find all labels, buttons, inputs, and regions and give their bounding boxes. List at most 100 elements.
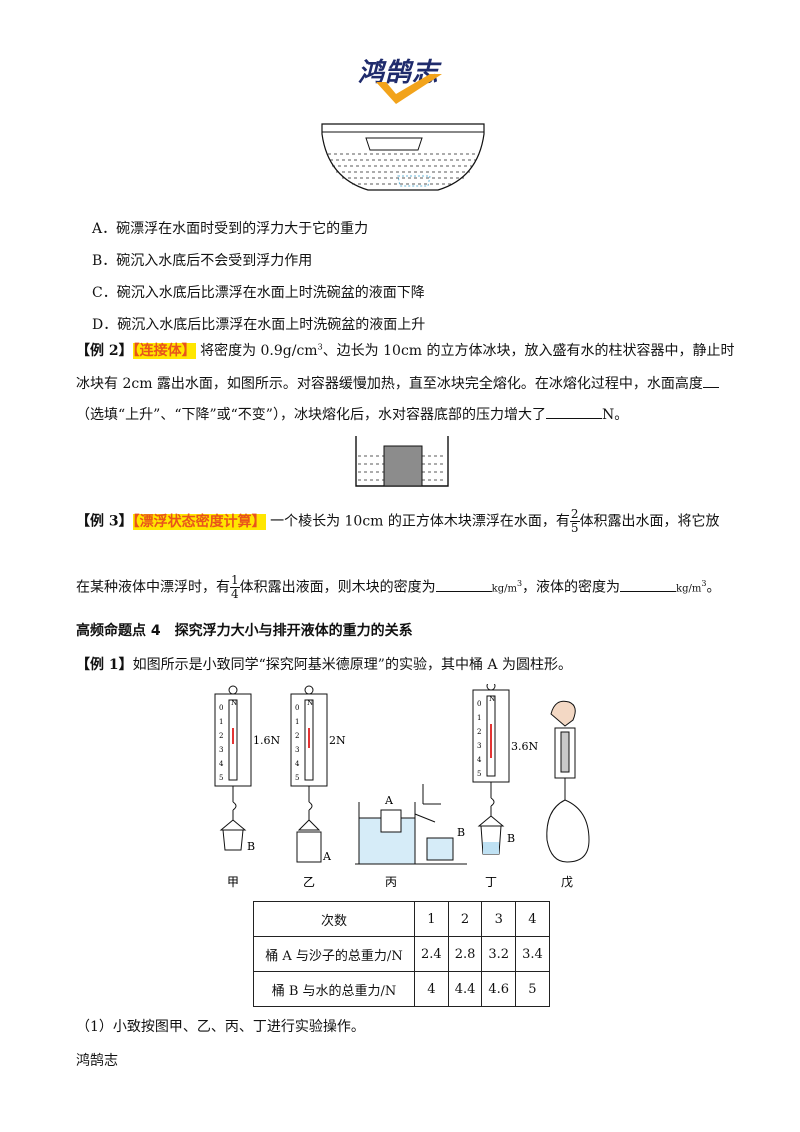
bucket-label-b-ding: B	[507, 832, 515, 845]
table-cell: 4.6	[481, 971, 517, 1007]
example3-text-d: 体积露出液面，则木块的密度为	[239, 579, 436, 596]
example2-text-b: 、边长为 10cm 的立方体冰块，放入盛有水的柱状容器中，静止时	[322, 343, 735, 359]
bucket-label-b-bing: B	[457, 826, 465, 839]
option-a: A．碗漂浮在水面时受到的浮力大于它的重力	[92, 221, 369, 237]
svg-text:0: 0	[477, 700, 481, 708]
archimedes-experiment-figure: N 0 1 2 3 4 5 1.6N B N 0 1 2 3 4 5 2N A A B	[214, 684, 590, 889]
example2-line1: 【例 2】【连接体】 将密度为 0.9g/cm3、边长为 10cm 的立方体冰块…	[76, 340, 735, 360]
scale-jia-ticks: 01 23 45	[219, 704, 224, 782]
caption-ding: 丁	[485, 875, 497, 889]
scale-jia-top-label: N	[231, 699, 237, 707]
bucket-label-a-yi: A	[322, 850, 332, 863]
svg-text:3: 3	[477, 742, 481, 750]
scale-ding-ticks: 0 1 2 3 4 5	[477, 700, 482, 778]
answer-blank-liquid-density[interactable]	[620, 579, 677, 592]
table-cell: 4.4	[447, 971, 483, 1007]
caption-jia: 甲	[227, 875, 239, 889]
option-d: D．碗沉入水底后比漂浮在水面上时洗碗盆的液面上升	[92, 317, 426, 333]
svg-text:3: 3	[295, 746, 299, 754]
fraction1-numerator: 2	[569, 507, 580, 522]
experiment-data-table: 次数 1 2 3 4 桶 A 与沙子的总重力/N 2.4 2.8 3.2 3.4…	[253, 901, 550, 1007]
hand-scale-bag-wu	[546, 700, 590, 863]
table-cell: 3.2	[481, 936, 517, 972]
example2-unit: N。	[601, 407, 629, 423]
reading-ding: 3.6N	[511, 740, 538, 753]
unit-sup-1: 3	[516, 578, 523, 588]
spring-scale-jia	[214, 685, 252, 851]
example2-line2: 冰块有 2cm 露出水面，如图所示。对容器缓慢加热，直至冰块完全熔化。在冰熔化过…	[76, 373, 719, 393]
unit-sup-2: 3	[701, 578, 707, 588]
scale-yi-top-label: N	[307, 699, 313, 707]
example1-text: 如图所示是小致同学“探究阿基米德原理”的实验，其中桶 A 为圆柱形。	[132, 657, 572, 673]
section-heading: 高频命题点 4 探究浮力大小与排开液体的重力的关系	[76, 623, 413, 639]
svg-text:5: 5	[295, 774, 299, 782]
bowl-basin-figure	[321, 123, 485, 191]
scale-ding-top-label: N	[489, 695, 495, 703]
svg-text:0: 0	[295, 704, 299, 712]
table-cell: 桶 A 与沙子的总重力/N	[253, 936, 415, 972]
table-cell: 3.4	[515, 936, 550, 972]
svg-text:3: 3	[219, 746, 223, 754]
figure-captions: 甲 乙 丙 丁 戊	[227, 875, 573, 889]
example2-text-line3: （选填“上升”、“下降”或“不变”），冰块熔化后，水对容器底部的压力增大了	[76, 407, 546, 423]
table-header-cell: 1	[414, 901, 449, 937]
svg-text:2: 2	[477, 728, 481, 736]
reading-jia: 1.6N	[253, 734, 280, 747]
svg-text:4: 4	[477, 756, 482, 764]
table-header-cell: 次数	[253, 901, 415, 937]
table-row: 桶 B 与水的总重力/N 4 4.4 4.6 5	[253, 971, 550, 1007]
table-header-cell: 2	[447, 901, 483, 937]
example3-text-e: ，液体的密度为	[522, 579, 621, 596]
example2-line3: （选填“上升”、“下降”或“不变”），冰块熔化后，水对容器底部的压力增大了 N。	[76, 404, 628, 424]
table-cell: 桶 B 与水的总重力/N	[253, 971, 415, 1007]
svg-text:1: 1	[219, 718, 223, 726]
answer-blank-water-level[interactable]	[702, 375, 719, 388]
example3-text-a: 一个棱长为 10cm 的正方体木块漂浮在水面，有	[270, 513, 570, 530]
svg-text:1: 1	[295, 718, 299, 726]
example1-label: 【例 1】	[76, 657, 133, 673]
svg-text:5: 5	[477, 770, 481, 778]
brand-logo: 鸿鹄志	[350, 52, 468, 110]
svg-text:0: 0	[219, 704, 223, 712]
table-header-row: 次数 1 2 3 4	[253, 901, 550, 937]
example3-text-c: 在某种液体中漂浮时，有	[76, 579, 230, 596]
example3-line1: 【例 3】【漂浮状态密度计算】 一个棱长为 10cm 的正方体木块漂浮在水面，有…	[76, 508, 720, 535]
overflow-cup-bing	[355, 784, 467, 865]
question-1: （1）小致按图甲、乙、丙、丁进行实验操作。	[76, 1019, 365, 1035]
table-cell: 5	[515, 971, 550, 1007]
table-header-cell: 4	[515, 901, 550, 937]
svg-text:1: 1	[477, 714, 481, 722]
fraction1-denominator: 5	[570, 521, 579, 535]
reading-yi: 2N	[329, 734, 346, 747]
table-cell: 2.4	[414, 936, 449, 972]
caption-yi: 乙	[303, 875, 315, 889]
answer-blank-pressure[interactable]	[545, 406, 602, 419]
option-c: C．碗沉入水底后比漂浮在水面上时洗碗盆的液面下降	[92, 285, 425, 301]
unit-kg-m3-2: kg/m	[676, 583, 702, 595]
example2-sup: 3	[317, 342, 323, 352]
caption-bing: 丙	[385, 875, 397, 889]
example2-label: 【例 2】	[76, 343, 133, 359]
table-cell: 4	[414, 971, 449, 1007]
svg-text:2: 2	[219, 732, 223, 740]
fraction2-denominator: 4	[231, 587, 239, 601]
option-b: B．碗沉入水底后不会受到浮力作用	[92, 253, 313, 269]
bucket-label-a-bing: A	[384, 794, 394, 807]
spring-scale-ding	[472, 684, 510, 855]
svg-text:4: 4	[219, 760, 224, 768]
example1-line: 【例 1】如图所示是小致同学“探究阿基米德原理”的实验，其中桶 A 为圆柱形。	[76, 654, 572, 674]
svg-text:4: 4	[295, 760, 300, 768]
unit-kg-m3-1: kg/m	[491, 583, 517, 595]
example3-label: 【例 3】	[76, 513, 133, 530]
example3-text-b: 体积露出水面，将它放	[579, 513, 720, 530]
table-row: 桶 A 与沙子的总重力/N 2.4 2.8 3.2 3.4	[253, 936, 550, 972]
scale-yi-ticks: 01 23 45	[295, 704, 300, 782]
answer-blank-wood-density[interactable]	[435, 579, 492, 592]
example3-tag: 【漂浮状态密度计算】	[132, 513, 266, 530]
spring-scale-yi	[290, 685, 328, 863]
page-footer: 鸿鹄志	[76, 1053, 118, 1069]
example3-end: 。	[706, 579, 721, 596]
